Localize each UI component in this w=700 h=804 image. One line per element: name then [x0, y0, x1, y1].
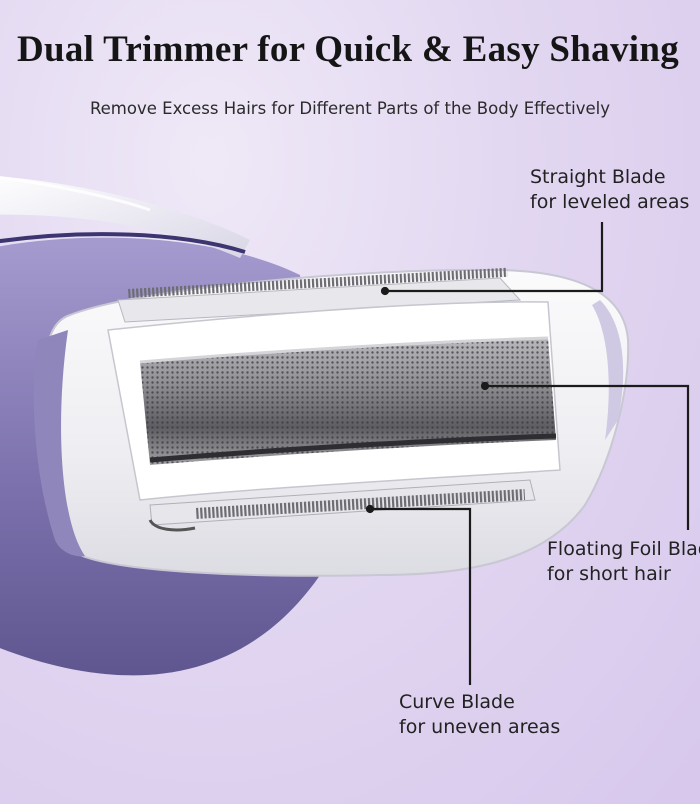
straight-blade-name: Straight Blade [530, 166, 666, 188]
callout-lines [365, 222, 690, 685]
curve-blade [148, 479, 536, 532]
page-subtitle: Remove Excess Hairs for Different Parts … [89, 99, 611, 118]
floating-foil-name: Floating Foil Blade [547, 538, 700, 560]
curve-blade-desc: for uneven areas [399, 716, 561, 738]
straight-blade [117, 267, 522, 323]
curve-blade-label: Curve Blade for uneven areas [399, 690, 560, 740]
floating-foil-desc: for short hair [547, 563, 671, 585]
curve-blade-name: Curve Blade [399, 691, 515, 713]
straight-blade-label: Straight Blade for leveled areas [530, 165, 689, 215]
straight-blade-desc: for leveled areas [530, 191, 690, 213]
floating-foil-label: Floating Foil Blade for short hair [547, 537, 700, 587]
page-title: Dual Trimmer for Quick & Easy Shaving [16, 29, 680, 70]
floating-foil-blade [139, 336, 557, 465]
shaver-head [33, 267, 630, 577]
